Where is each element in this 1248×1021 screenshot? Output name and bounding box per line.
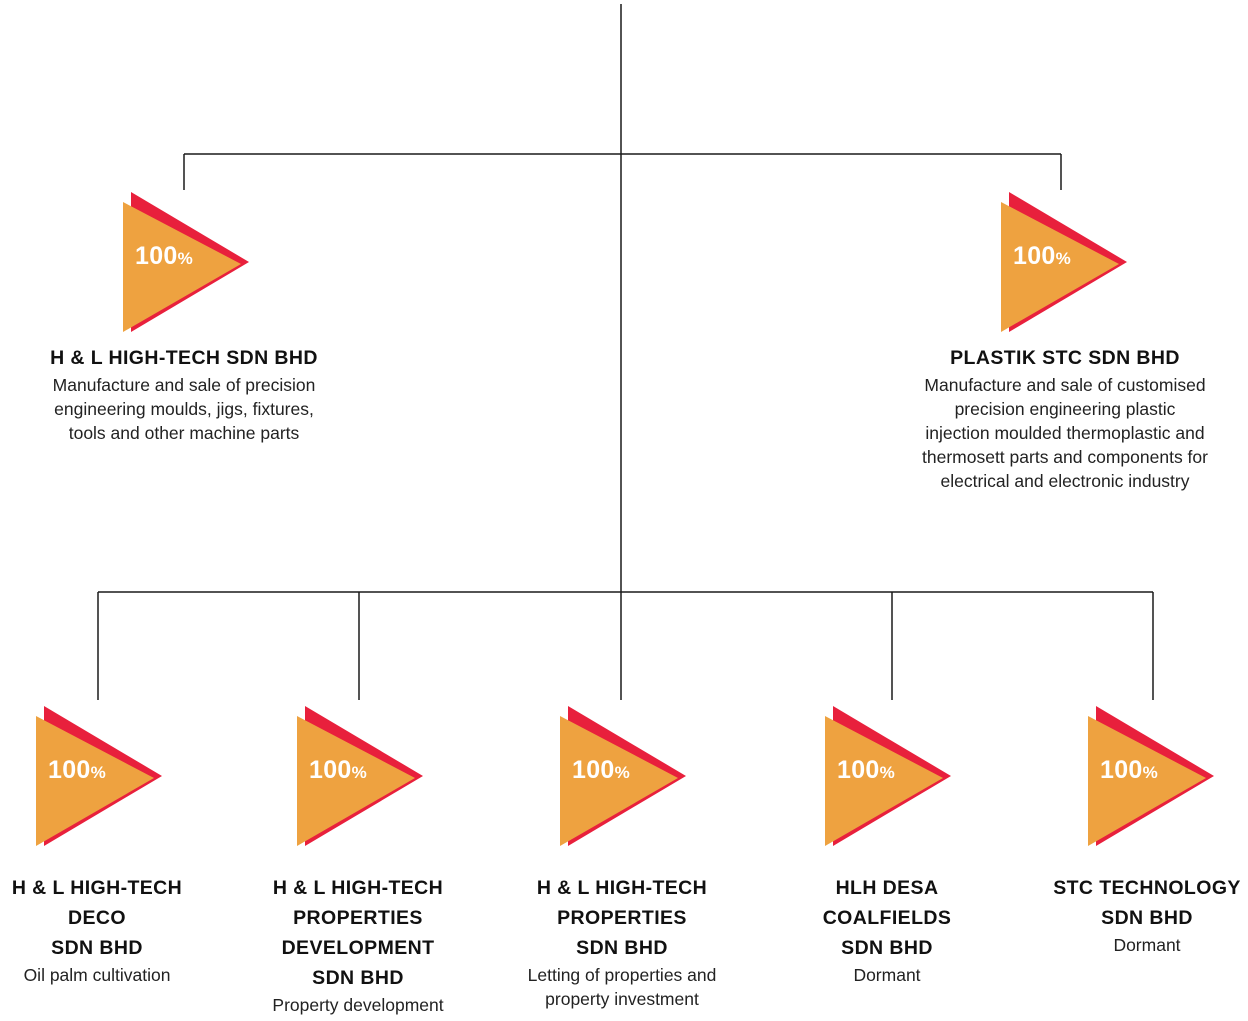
company-name: H & L HIGH-TECH SDN BHD: [50, 347, 318, 369]
subsidiary-caption: H & L HIGH-TECH SDN BHD Manufacture and …: [14, 343, 354, 445]
ownership-badge: 100%: [1001, 192, 1141, 332]
company-description: Dormant: [853, 965, 921, 985]
ownership-badge: 100%: [825, 706, 965, 846]
percentage-label: 100%: [837, 756, 896, 784]
company-description: Property development: [272, 995, 444, 1015]
connector-group: [97, 4, 1154, 700]
subsidiary-caption: STC TECHNOLOGY SDN BHD Dormant: [1046, 873, 1248, 957]
subsidiary-caption: HLH DESA COALFIELDS SDN BHD Dormant: [797, 873, 977, 987]
percentage-label: 100%: [48, 756, 107, 784]
company-description: Oil palm cultivation: [23, 965, 171, 985]
ownership-badge: 100%: [560, 706, 700, 846]
triangle-badge-icon: [560, 706, 686, 846]
subsidiary-caption: H & L HIGH-TECH PROPERTIES DEVELOPMENT S…: [248, 873, 468, 1017]
triangle-badge-icon: [297, 706, 423, 846]
company-description: Dormant: [1113, 935, 1181, 955]
triangle-badge-icon: [1088, 706, 1214, 846]
subsidiary-caption: PLASTIK STC SDN BHD Manufacture and sale…: [890, 343, 1240, 493]
company-description: Letting of properties and property inves…: [527, 965, 717, 1009]
company-name: HLH DESA COALFIELDS SDN BHD: [822, 877, 952, 959]
company-name: H & L HIGH-TECH PROPERTIES DEVELOPMENT S…: [272, 877, 444, 989]
subsidiary-caption: H & L HIGH-TECH PROPERTIES SDN BHD Letti…: [506, 873, 738, 1011]
percentage-label: 100%: [1100, 756, 1159, 784]
percentage-label: 100%: [1013, 242, 1072, 270]
triangle-badge-icon: [36, 706, 162, 846]
ownership-badge: 100%: [123, 192, 263, 332]
company-name: PLASTIK STC SDN BHD: [950, 347, 1180, 369]
ownership-badge: 100%: [36, 706, 176, 846]
ownership-badge: 100%: [297, 706, 437, 846]
company-name: STC TECHNOLOGY SDN BHD: [1053, 877, 1241, 929]
percentage-label: 100%: [135, 242, 194, 270]
percentage-label: 100%: [572, 756, 631, 784]
company-description: Manufacture and sale of customised preci…: [922, 375, 1208, 491]
company-name: H & L HIGH-TECH PROPERTIES SDN BHD: [536, 877, 708, 959]
ownership-badge: 100%: [1088, 706, 1228, 846]
triangle-badge-icon: [1001, 192, 1127, 332]
subsidiary-caption: H & L HIGH-TECH DECO SDN BHD Oil palm cu…: [0, 873, 194, 987]
company-name: H & L HIGH-TECH DECO SDN BHD: [11, 877, 183, 959]
company-description: Manufacture and sale of precision engine…: [52, 375, 316, 443]
percentage-label: 100%: [309, 756, 368, 784]
triangle-badge-icon: [825, 706, 951, 846]
triangle-badge-icon: [123, 192, 249, 332]
